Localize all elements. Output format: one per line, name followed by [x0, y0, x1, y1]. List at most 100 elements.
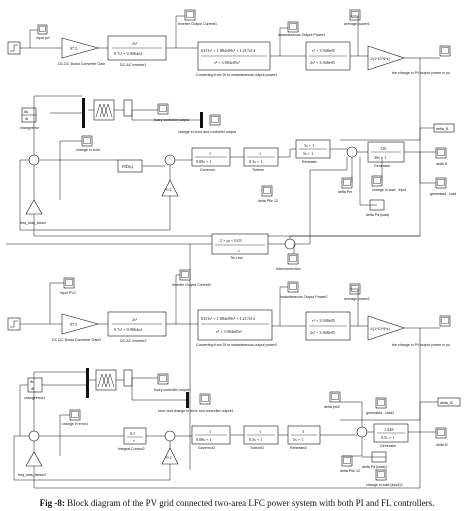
tf-den: 0.7s² + 0.9064e4	[114, 51, 143, 56]
tf-num: 2s²	[132, 41, 138, 46]
rate-block[interactable]	[123, 99, 133, 117]
fcn-gain-block[interactable]	[367, 45, 405, 71]
scope-label: Inverter Output Current2	[172, 283, 211, 287]
block-label: Turbine2	[250, 446, 264, 450]
block-label: delta_f1	[436, 127, 449, 131]
scope-label: delta f1	[436, 162, 448, 166]
block-label: changeerror1	[24, 396, 45, 400]
svg-text:du: du	[30, 379, 35, 384]
scope-label: delta f2	[436, 443, 448, 447]
scope-label: Instantaneous Output Power1	[278, 33, 326, 37]
boost-gain-block[interactable]	[61, 37, 100, 59]
mux-block[interactable]	[82, 98, 85, 128]
figure-number: Fig -8:	[39, 498, 65, 508]
tf-num: 0.1	[130, 431, 135, 436]
block-label: delta Pd (load)2	[362, 465, 387, 469]
boost-gain-block[interactable]	[61, 313, 100, 335]
block-label: freq_bias_factor3	[18, 473, 46, 477]
tf-den: 20s + 1	[374, 155, 386, 160]
block-label: Reheater	[302, 160, 318, 164]
mux-block[interactable]	[86, 368, 89, 398]
scope-label: change in error	[76, 148, 101, 152]
tf-den: 2s² + 3.948e05	[310, 330, 335, 335]
scope-label: average power1	[344, 22, 370, 26]
rate-block[interactable]	[123, 369, 133, 387]
gain-value: -0.2	[165, 455, 172, 460]
figure-caption: Fig -8: Block diagram of the PV grid con…	[0, 498, 474, 508]
sum-junction[interactable]	[346, 146, 358, 158]
tf-num: s² + 3.948e05	[312, 48, 335, 53]
tf-den: 0.3s + 1	[249, 437, 262, 442]
converting-tf-block[interactable]	[197, 309, 273, 341]
svg-text:du: du	[24, 109, 29, 114]
scope-label: delta Ptie 12	[258, 199, 278, 203]
tie-line-block[interactable]	[211, 233, 269, 255]
gain-label: DC-DC Boost Converter Gain2	[52, 338, 101, 342]
tf-num: 120	[380, 146, 386, 151]
tf-num: 1	[209, 429, 211, 434]
block-label: Governor2	[198, 446, 215, 450]
scope-label: input PV2	[60, 291, 76, 295]
scope-label: fuzzy controller output1	[154, 388, 191, 392]
scope-label: the change in PV output power in pu	[392, 71, 450, 75]
tf-den: 0.08s + 1	[196, 159, 212, 164]
scope-label: average power2	[344, 297, 370, 301]
tf-den: s	[238, 248, 240, 253]
block-label: Integral Control2	[118, 447, 145, 451]
scope-label: the change in PV output power in pu	[392, 343, 450, 347]
freq-bias-gain[interactable]	[25, 199, 43, 215]
scope-label: input pvl	[36, 36, 50, 40]
simulink-block-diagram: input pvl 97.5 DC-DC Boost Converter Gai…	[6, 9, 461, 489]
freq-bias-gain[interactable]	[25, 451, 43, 467]
inverter-label: DC-AC Inverter1	[120, 63, 147, 67]
tf-num: s² + 3.948e05	[312, 318, 335, 323]
gain-value: 97.5	[70, 46, 77, 51]
svg-text:dt: dt	[25, 116, 29, 121]
tf-den: 5s + 1	[293, 437, 303, 442]
block-label: delta_f2	[440, 401, 453, 405]
block-label: changeerror	[20, 126, 40, 130]
mux-block[interactable]	[200, 112, 203, 128]
area1-pv-branch: input pvl 97.5 DC-DC Boost Converter Gai…	[7, 9, 451, 141]
sum-junction[interactable]	[28, 154, 40, 166]
block-label: freq_bias_factor	[20, 221, 47, 225]
scope-label: change in load - input	[372, 188, 406, 192]
scope-label: delta Pm	[338, 190, 352, 194]
sum-junction[interactable]	[164, 430, 176, 442]
tf-num: 3	[302, 429, 304, 434]
tf-den: s⁴ + 3.904e05s³	[216, 329, 243, 334]
mux-block[interactable]	[186, 392, 189, 408]
block-label: Generator	[374, 164, 391, 168]
scope-label: change in load (input)2	[366, 483, 403, 487]
scope-label: delta pm2	[324, 405, 340, 409]
sum-junction[interactable]	[164, 154, 176, 166]
tf-num: 1	[209, 151, 211, 156]
fcn-text: 1/(1*10^5*s)	[370, 327, 390, 331]
sum-junction[interactable]	[356, 426, 368, 438]
gain-value: -0.2	[165, 187, 172, 192]
pid-text: PID(s)	[122, 164, 134, 169]
scope-label: error and change in error and controller…	[158, 409, 234, 413]
sum-junction[interactable]	[284, 238, 296, 250]
tf-num: 6351s³ + 1.884e09s² + 1.217e14	[201, 316, 256, 321]
block-label: Reheater2	[290, 446, 307, 450]
scope-label: Inverter Output Current1	[178, 22, 217, 26]
tf-den: 5s + 1	[303, 151, 313, 156]
svg-text:dt: dt	[31, 386, 35, 391]
scope-label: Instantaneous Output Power2	[280, 295, 328, 299]
tf-den: 0.3s + 1	[249, 159, 262, 164]
area1-control-plant: du dt changeerror fuzzy controller outpu…	[19, 95, 456, 237]
tf-den: s⁴ + 3.904e05s³	[214, 60, 241, 65]
tf-num: 1	[259, 151, 261, 156]
block-label: Tie Line	[230, 256, 243, 260]
figure-caption-text: Block diagram of the PV grid connected t…	[64, 498, 435, 508]
block-label: Governor	[200, 168, 216, 172]
gain-value: 97.5	[70, 322, 77, 327]
inverter-label: DC-AC Inverter2	[120, 339, 147, 343]
converting-label: Converting from DI to instantaneous outp…	[196, 343, 277, 347]
fcn-gain-block[interactable]	[367, 315, 405, 341]
sum-junction[interactable]	[28, 430, 40, 442]
scope-label: change in error and controller output	[178, 130, 236, 134]
scope-label: Interconnection	[276, 267, 301, 271]
tf-den: 0.5s + 1	[381, 435, 394, 440]
